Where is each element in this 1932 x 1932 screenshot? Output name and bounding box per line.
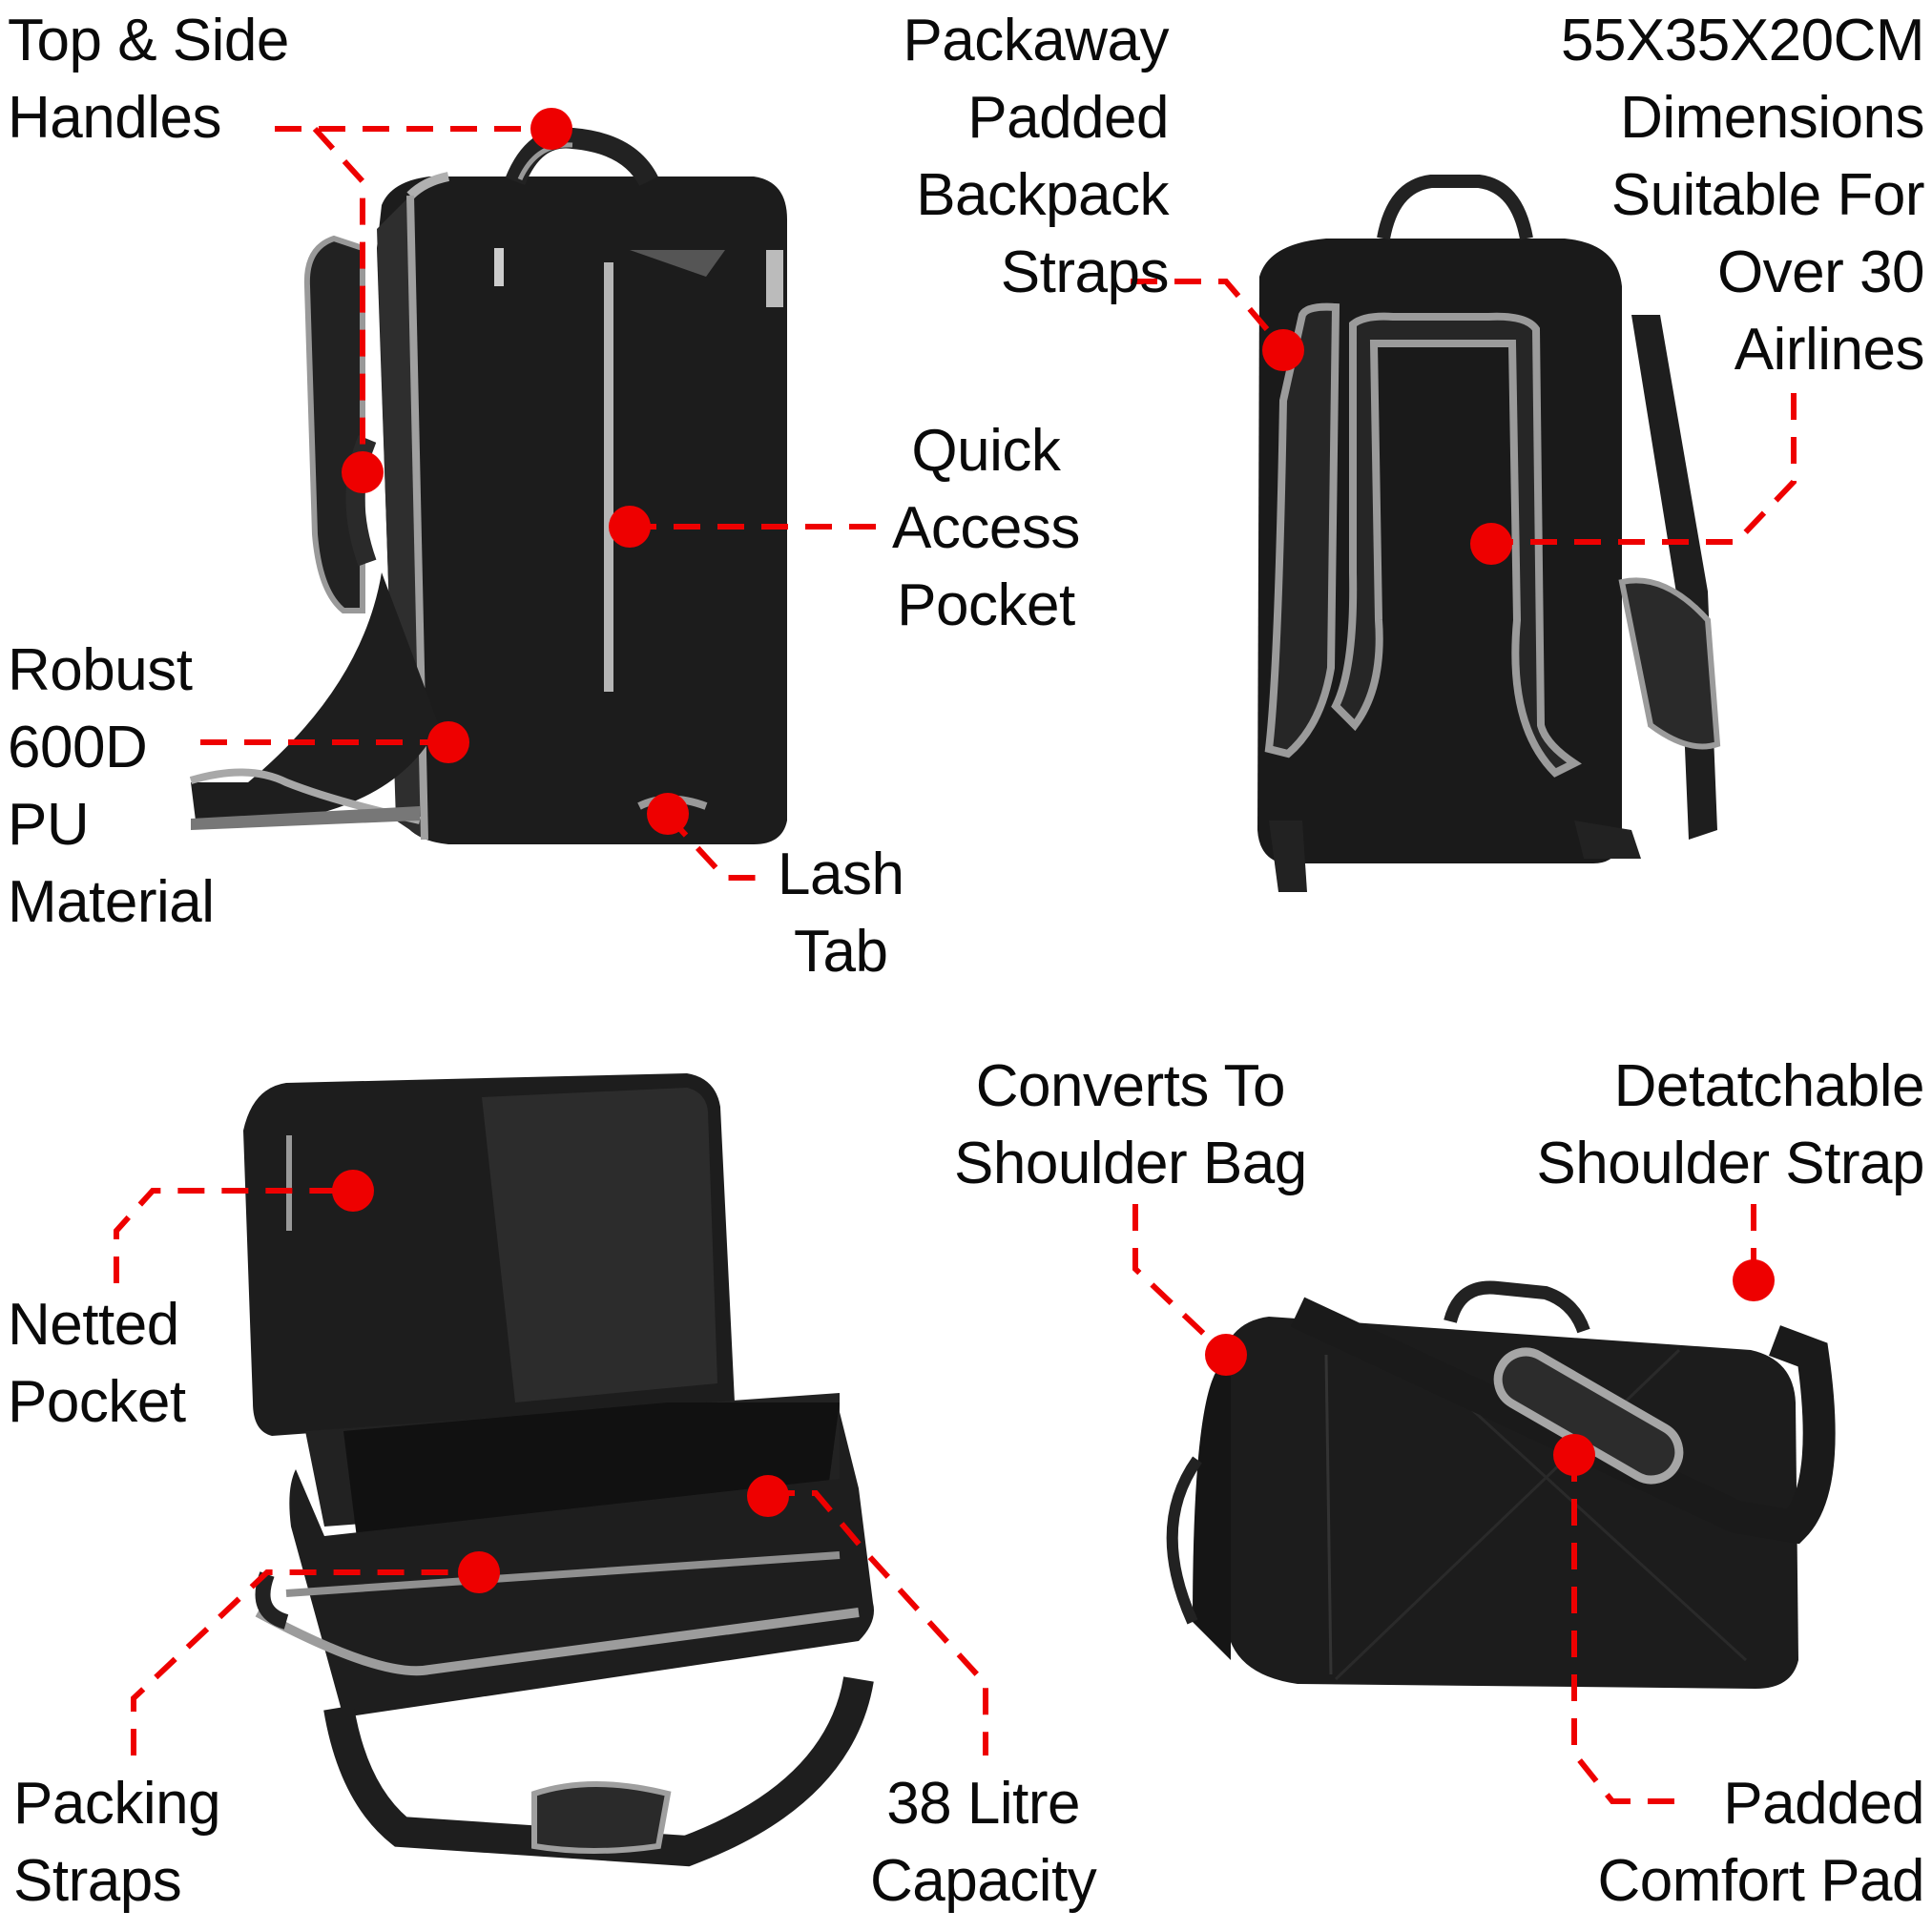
callout-line-backpack-straps [1131,279,1286,350]
label-line: 38 Litre [886,1771,1081,1837]
label-line: PU [8,792,90,858]
label-line: Packaway [903,8,1169,73]
label-lash-tab: Lash Tab [778,836,904,990]
callout-line-side-handle [312,126,365,467]
callout-line-lash-tab [665,813,768,881]
label-line: Top & Side [8,8,289,73]
label-line: Shoulder Strap [1536,1131,1924,1196]
callout-dot-shoulder-bag [1205,1334,1247,1376]
open-view-bag [243,1073,874,1867]
callout-dot-side-handle [342,451,384,493]
label-line: Packing [13,1771,221,1837]
label-line: Backpack [916,162,1169,228]
callout-dot-capacity [747,1475,789,1517]
label-line: Airlines [1734,317,1925,383]
callout-line-dimensions [1493,393,1797,545]
label-line: Suitable For [1610,162,1925,228]
label-line: Pocket [897,572,1075,638]
callout-dot-packing [458,1551,500,1593]
label-line: Quick [911,418,1061,484]
label-top-side-handles: Top & Side Handles [8,2,289,156]
callout-line-netted [114,1188,353,1283]
label-line: Padded [1723,1771,1924,1837]
label-backpack-straps: Packaway Padded Backpack Straps [903,2,1169,311]
label-line: Detatchable [1613,1053,1925,1119]
shoulder-view-bag [1166,1280,1836,1689]
label-line: 600D [8,715,148,780]
label-line: Access [892,495,1080,561]
label-robust-material: Robust 600D PU Material [8,632,215,941]
label-line: Straps [1000,239,1170,305]
label-line: Converts To [975,1053,1286,1119]
label-packing-straps: Packing Straps [13,1765,221,1920]
label-netted-pocket: Netted Pocket [8,1286,186,1441]
label-line: Straps [13,1848,182,1914]
label-line: Over 30 [1716,239,1925,305]
front-view-backpack [189,127,787,844]
label-dimensions: 55X35X20CM Dimensions Suitable For Over … [1560,2,1925,388]
callout-dot-detachable [1733,1259,1775,1301]
label-detachable-strap: Detatchable Shoulder Strap [1536,1048,1924,1202]
label-line: 55X35X20CM [1560,8,1925,73]
label-line: Tab [793,919,888,985]
callout-dot-comfort-pad [1553,1434,1595,1476]
label-line: Netted [8,1292,179,1358]
callout-line-comfort-pad [1571,1455,1679,1804]
callout-dot-lash-tab [647,793,689,835]
label-line: Material [8,869,215,935]
label-shoulder-bag: Converts To Shoulder Bag [954,1048,1307,1202]
callout-dot-material [427,721,469,763]
label-line: Robust [8,637,193,703]
callout-dot-quick-pocket [609,506,651,548]
label-quick-access-pocket: Quick Access Pocket [892,412,1080,644]
label-line: Handles [8,85,221,151]
label-line: Lash [778,841,904,907]
label-line: Padded [967,85,1169,151]
callout-dot-dimensions [1470,523,1512,565]
callout-line-shoulder-bag [1132,1204,1229,1358]
label-line: Pocket [8,1369,186,1435]
label-line: Shoulder Bag [954,1131,1307,1196]
callout-dot-netted [332,1170,374,1212]
callout-line-packing [131,1569,477,1755]
label-comfort-pad: Padded Comfort Pad [1597,1765,1924,1920]
callout-dot-backpack-straps [1262,329,1304,371]
label-capacity: 38 Litre Capacity [870,1765,1097,1920]
callout-dot-top-handle [530,108,572,150]
label-line: Comfort Pad [1597,1848,1924,1914]
label-line: Dimensions [1620,85,1924,151]
callout-line-capacity [768,1490,988,1755]
label-line: Capacity [870,1848,1097,1914]
back-view-backpack [1257,175,1721,892]
